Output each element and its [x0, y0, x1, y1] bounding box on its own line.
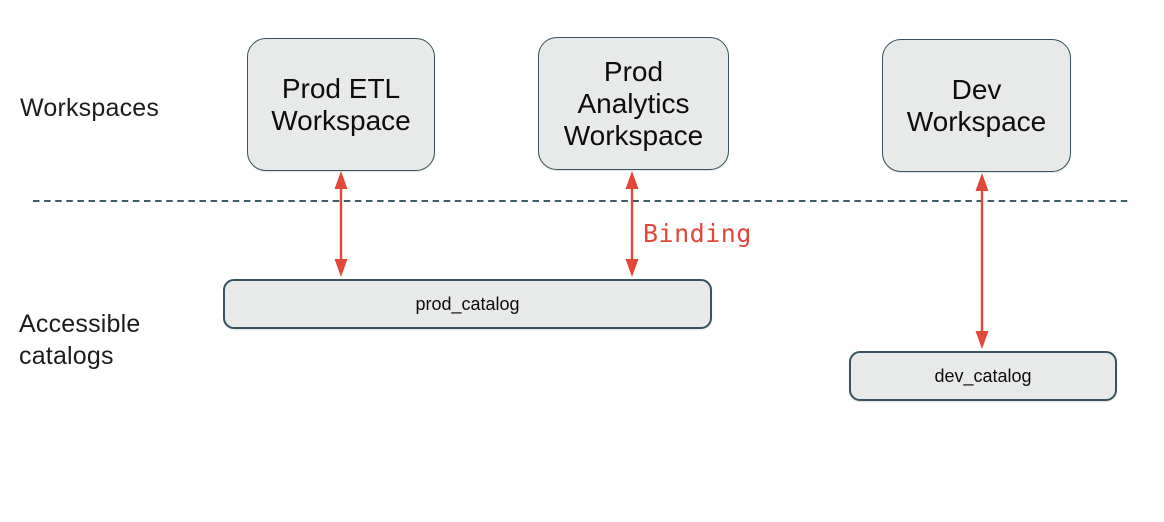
dev-workspace-node: Dev Workspace [882, 39, 1071, 172]
prod-catalog-label: prod_catalog [415, 293, 520, 314]
dev-catalog-label: dev_catalog [934, 365, 1032, 386]
prod-analytics-workspace-node: Prod Analytics Workspace [538, 37, 729, 170]
binding-arrow-prod-etl [334, 171, 348, 277]
binding-arrow-dev [975, 173, 989, 349]
prod-etl-workspace-label: Prod ETL Workspace [271, 72, 411, 136]
dev-workspace-label: Dev Workspace [906, 73, 1047, 137]
accessible-catalogs-row-label: Accessible catalogs [19, 310, 141, 370]
prod-catalog-node: prod_catalog [223, 279, 712, 329]
workspaces-row-label: Workspaces [20, 94, 160, 122]
binding-arrow-prod-analytics [625, 171, 639, 277]
binding-annotation-label: Binding [643, 219, 752, 248]
dev-catalog-node: dev_catalog [849, 351, 1117, 401]
prod-etl-workspace-node: Prod ETL Workspace [247, 38, 435, 171]
prod-analytics-workspace-label: Prod Analytics Workspace [563, 55, 704, 151]
